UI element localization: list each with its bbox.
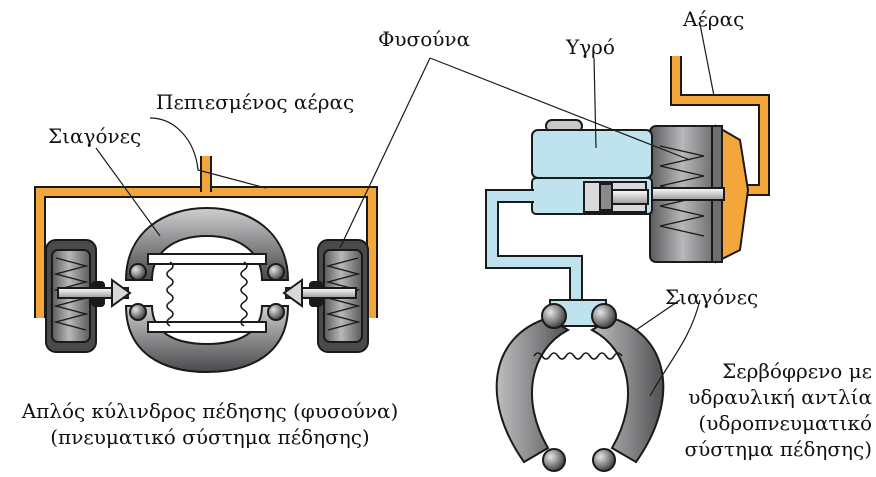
caption-right-line2: υδραυλική αντλία — [688, 385, 872, 409]
label-jaws-right: Σιαγόνες — [665, 285, 759, 309]
label-jaws-left: Σιαγόνες — [48, 124, 142, 148]
right-air-line — [670, 56, 770, 196]
label-compressed-air: Πεπιεσμένος αέρας — [156, 90, 355, 114]
right-brake-shoes — [495, 303, 665, 472]
label-bellows: Φυσούνα — [378, 27, 471, 51]
caption-right-line4: σύστημα πέδησης) — [684, 437, 872, 461]
left-return-springs — [166, 261, 248, 327]
label-fluid: Υγρό — [566, 35, 615, 59]
left-brake-shoes — [124, 206, 290, 374]
caption-right-line1: Σερβόφρενο με — [722, 359, 872, 383]
right-brake-chamber-left-system — [282, 239, 369, 353]
left-leader-lines — [95, 57, 431, 249]
caption-left-line1: Απλός κύλινδρος πέδησης (φυσούνα) — [21, 399, 399, 423]
bellows-housing — [643, 124, 750, 264]
right-leader-lines — [429, 23, 715, 397]
left-brake-chamber — [45, 239, 132, 353]
caption-left-line2: (πνευματικό σύστημα πέδησης) — [50, 425, 370, 449]
label-air: Αέρας — [683, 7, 745, 31]
right-return-spring — [533, 352, 623, 360]
caption-right-line3: (υδροπνευματικό — [698, 411, 872, 435]
master-cylinder — [531, 119, 653, 215]
left-air-line — [34, 156, 378, 318]
